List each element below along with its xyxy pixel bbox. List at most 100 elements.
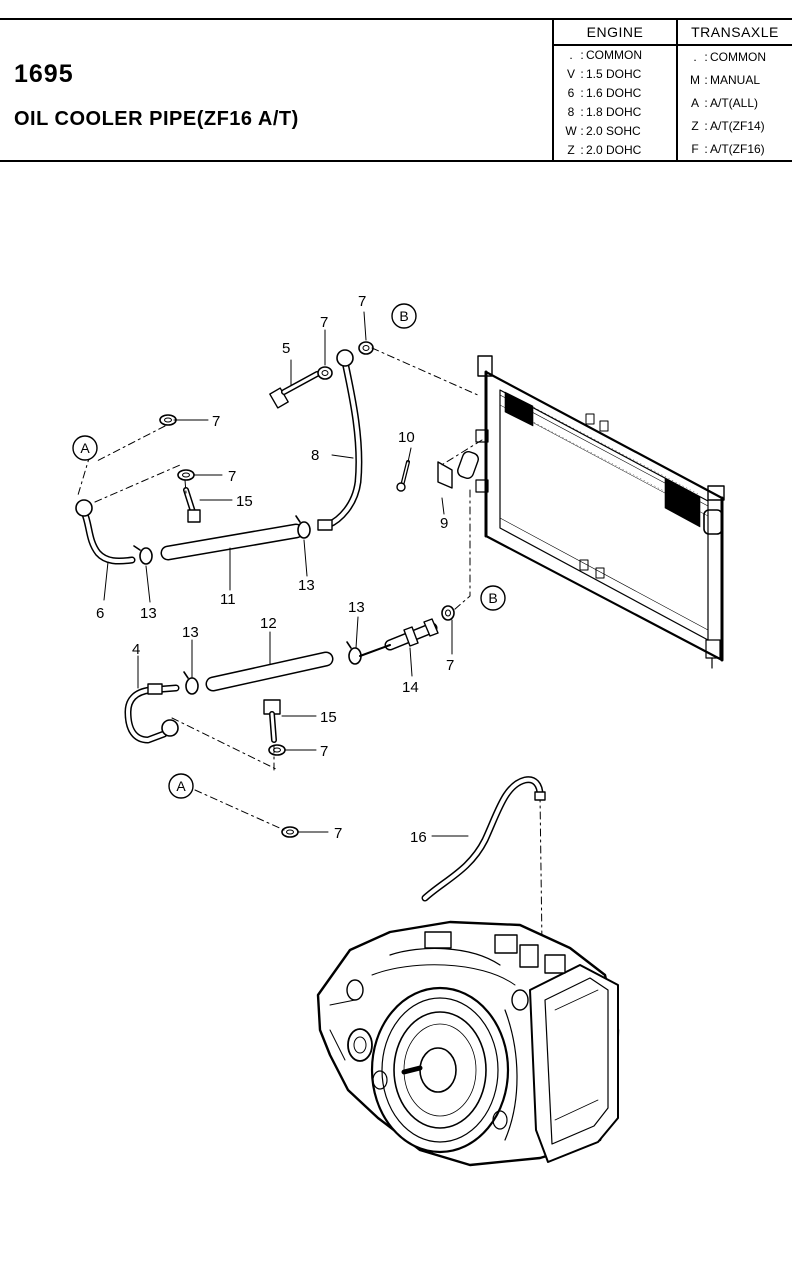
screw-10 [396,460,410,492]
connector-letter: A [80,440,90,456]
callout-6: 6 [96,605,104,622]
callout-4: 4 [132,641,140,658]
connector-letter: B [488,590,497,606]
callout-11: 11 [220,591,236,608]
legend-code: V [566,67,575,81]
hose-clamp-13-d [346,641,362,665]
automatic-transaxle [316,920,620,1167]
connector-marker-b-lower: B [480,585,506,611]
legend-code: A [690,96,699,110]
radiator [475,355,725,669]
legend-separator: : [580,143,584,157]
washer-7-e [441,605,455,621]
legend-code: Z [691,119,699,133]
transaxle-legend-row: M:MANUAL [678,69,792,92]
connector-letter: B [399,308,408,324]
engine-legend-row: V:1.5 DOHC [554,65,676,84]
part-header: 1695 OIL COOLER PIPE(ZF16 A/T) ENGINE .:… [0,18,792,162]
transaxle-legend-row: A:A/T(ALL) [678,92,792,115]
assembly-dashed-lines [77,347,543,946]
callout-15: 15 [236,493,253,510]
hose-clamp-13-b [295,515,311,539]
callout-7: 7 [334,825,342,842]
legend-desc: A/T(ZF16) [710,142,765,156]
vent-pipe-16 [421,776,546,902]
part-title: OIL COOLER PIPE(ZF16 A/T) [14,108,299,130]
oil-cooler-pipe-8 [317,349,363,531]
transaxle-legend-row: F:A/T(ZF16) [678,138,792,161]
callout-10: 10 [398,429,415,446]
washer-7-c [317,366,333,380]
legend-code: M [690,73,700,87]
legend-separator: : [704,142,708,156]
callout-16: 16 [410,829,427,846]
legend-code: W [565,124,577,138]
engine-legend-heading: ENGINE [554,20,676,46]
legend-desc: 1.6 DOHC [586,86,642,100]
engine-legend-row: 6:1.6 DOHC [554,84,676,103]
hose-clamp-13-c [183,671,199,695]
callout-7: 7 [228,468,236,485]
callout-8: 8 [311,447,319,464]
callout-7: 7 [212,413,220,430]
legend-desc: 1.5 DOHC [586,67,642,81]
legend-code: F [691,142,699,156]
callout-13: 13 [298,577,315,594]
legend-separator: : [704,50,708,64]
transaxle-legend-heading: TRANSAXLE [678,20,792,46]
transaxle-legend-row: Z:A/T(ZF14) [678,115,792,138]
callout-7: 7 [358,293,366,310]
washer-7-b [177,469,195,481]
callout-7: 7 [446,657,454,674]
legend-desc: A/T(ZF14) [710,119,765,133]
legend-desc: A/T(ALL) [710,96,759,110]
rubber-hose-12 [205,651,334,692]
mounting-bracket-9 [437,451,479,489]
legend-code: 8 [567,105,575,119]
legend-code: Z [567,143,575,157]
callout-13: 13 [140,605,157,622]
engine-legend-row: Z:2.0 DOHC [554,141,676,160]
transaxle-legend: TRANSAXLE .:COMMON M:MANUAL A:A/T(ALL) Z… [676,20,792,160]
legend-separator: : [704,96,708,110]
rubber-hose-11 [160,523,304,561]
legend-desc: 2.0 SOHC [586,124,641,138]
legend-separator: : [580,105,584,119]
connector-marker-a-lower: A [168,773,194,799]
callout-7: 7 [320,743,328,760]
engine-legend-row: 8:1.8 DOHC [554,103,676,122]
connector-letter: A [176,778,186,794]
legend-code: . [693,50,697,64]
legend-separator: : [580,67,584,81]
legend-desc: MANUAL [710,73,761,87]
connector-marker-a-upper: A [72,435,98,461]
legend-separator: : [580,86,584,100]
callout-leader-lines [103,311,469,837]
callout-15: 15 [320,709,337,726]
eye-bolt-15-upper [183,487,201,523]
eye-bolt-15-lower [263,699,281,743]
legend-code: . [569,48,573,62]
oil-cooler-pipe-6 [75,499,136,565]
legend-code: 6 [567,86,575,100]
eye-bolt-5 [269,371,320,409]
part-number: 1695 [14,60,74,88]
legend-desc: COMMON [586,48,642,62]
callout-9: 9 [440,515,448,532]
connector-marker-b-upper: B [391,303,417,329]
legend-separator: : [704,73,708,87]
callout-14: 14 [402,679,419,696]
callout-13: 13 [182,624,199,641]
legend-desc: 2.0 DOHC [586,143,642,157]
pipe-connector-14 [359,618,439,657]
engine-legend-row: W:2.0 SOHC [554,122,676,141]
callout-7: 7 [320,314,328,331]
transaxle-legend-row: .:COMMON [678,46,792,69]
legend-separator: : [580,48,584,62]
engine-legend-row: .:COMMON [554,46,676,65]
legend-desc: COMMON [710,50,766,64]
washer-7-g [281,826,299,838]
oil-cooler-pipe-4 [124,683,180,744]
legend-separator: : [580,124,584,138]
